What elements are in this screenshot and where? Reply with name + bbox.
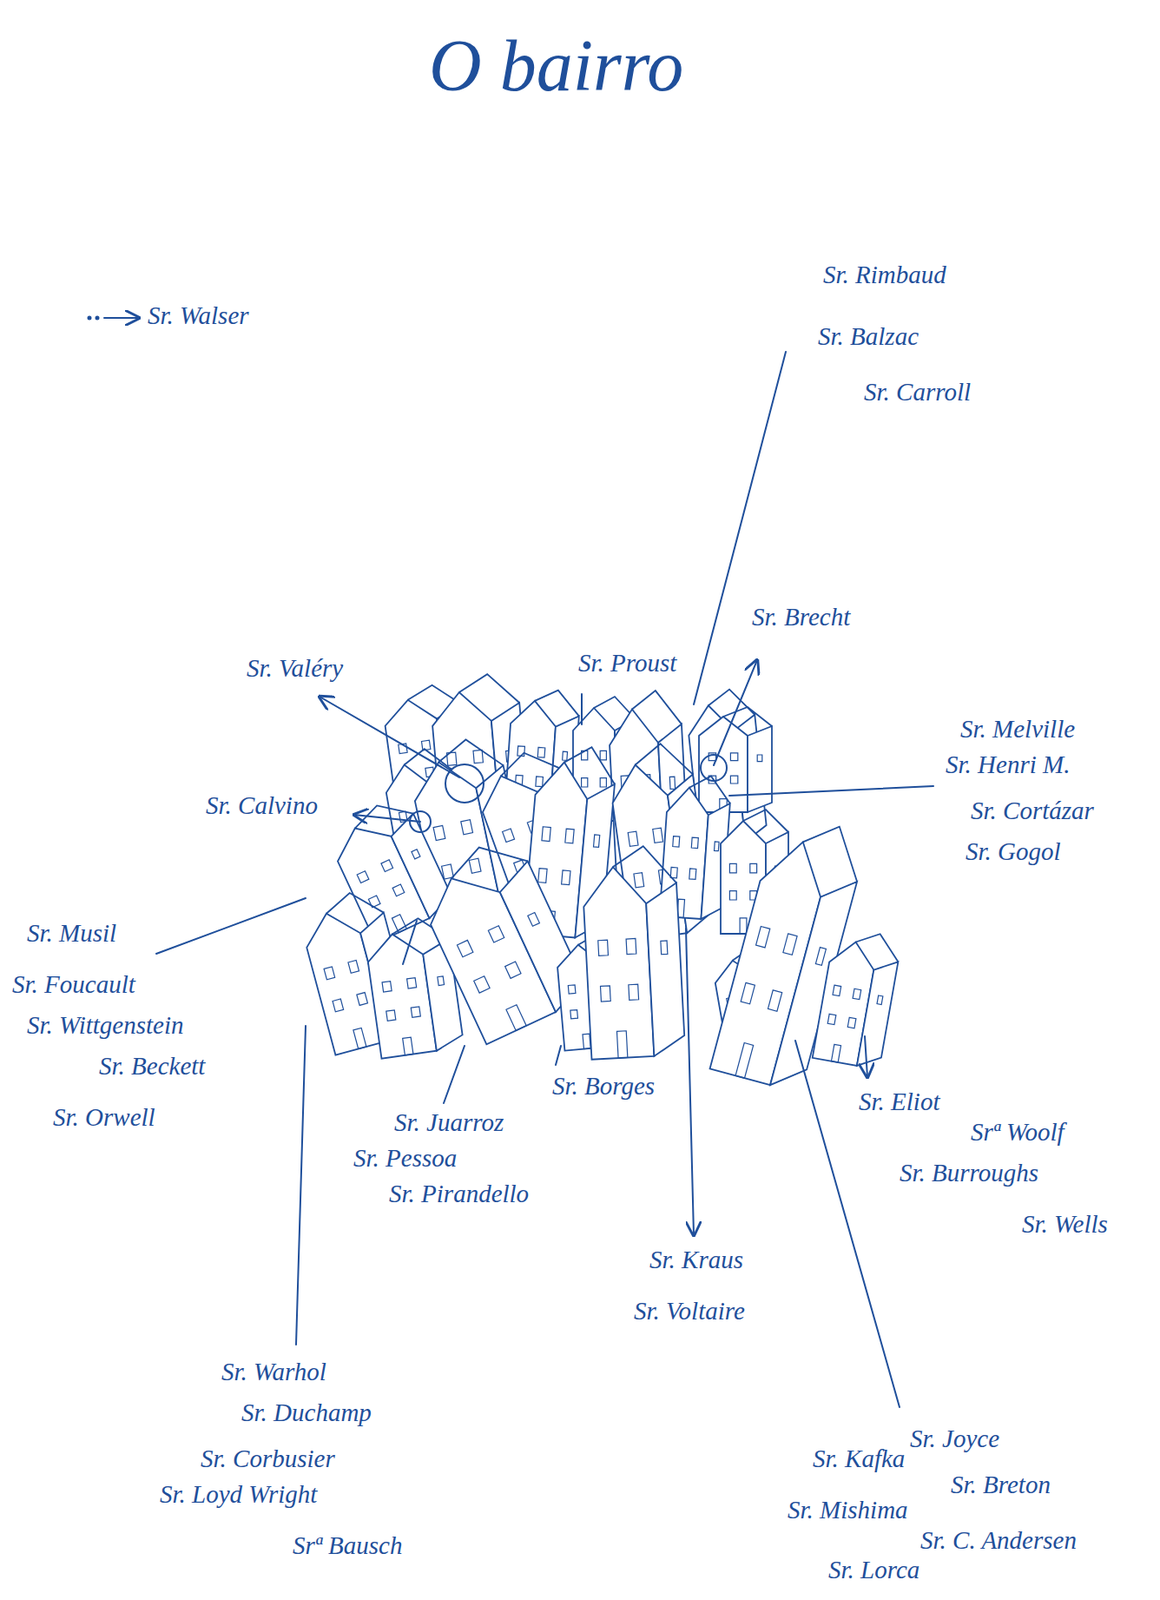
- page-title: O bairro: [428, 26, 684, 106]
- street-label: Sr. Foucault: [10, 970, 138, 999]
- street-label: Sr. Brecht: [750, 603, 852, 632]
- street-label: Sr. Balzac: [816, 322, 921, 351]
- street-label: Sr. Warhol: [219, 1357, 329, 1386]
- street-label: Sr. Valéry: [244, 654, 345, 683]
- street-label: Sr. Orwell: [51, 1103, 158, 1132]
- street-label: Sr. Duchamp: [239, 1398, 374, 1427]
- street-label: Sr. Kraus: [647, 1245, 745, 1274]
- street-label: Sr. Mishima: [785, 1496, 910, 1524]
- street-label: Sr. Walser: [145, 302, 251, 330]
- street-label: Sr. Borges: [550, 1072, 657, 1101]
- street-label: Sr. C. Andersen: [918, 1526, 1079, 1555]
- street-label: Sr. Voltaire: [632, 1297, 747, 1325]
- street-label: Sr. Rimbaud: [821, 261, 949, 290]
- street-label: Sr. Melville: [958, 715, 1077, 744]
- street-label: Sr. Breton: [949, 1470, 1053, 1499]
- street-label: Sr. Beckett: [97, 1052, 207, 1081]
- street-label: Sr. Pirandello: [387, 1179, 531, 1208]
- street-label: Srª Woolf: [968, 1118, 1067, 1147]
- street-label: Sr. Pessoa: [351, 1144, 459, 1173]
- street-label: Sr. Wells: [1020, 1210, 1110, 1239]
- street-label: Sr. Eliot: [856, 1087, 942, 1116]
- street-label: Sr. Kafka: [810, 1444, 907, 1473]
- street-label: Sr. Loyd Wright: [158, 1480, 319, 1509]
- street-label: Sr. Wittgenstein: [25, 1011, 185, 1040]
- street-label: Sr. Juarroz: [392, 1108, 506, 1137]
- street-label: Sr. Proust: [576, 649, 679, 678]
- street-label: Sr. Cortázar: [968, 797, 1096, 825]
- street-label: Sr. Corbusier: [198, 1444, 337, 1473]
- street-label: Sr. Gogol: [963, 837, 1063, 866]
- street-label: Sr. Lorca: [826, 1555, 922, 1584]
- street-label: Srª Bausch: [290, 1531, 404, 1560]
- street-label: Sr. Musil: [25, 919, 119, 948]
- street-label: Sr. Henri M.: [943, 751, 1072, 779]
- street-label: Sr. Joyce: [908, 1424, 1002, 1453]
- street-label: Sr. Burroughs: [897, 1159, 1041, 1187]
- street-label: Sr. Carroll: [862, 378, 973, 407]
- street-label: Sr. Calvino: [204, 791, 320, 820]
